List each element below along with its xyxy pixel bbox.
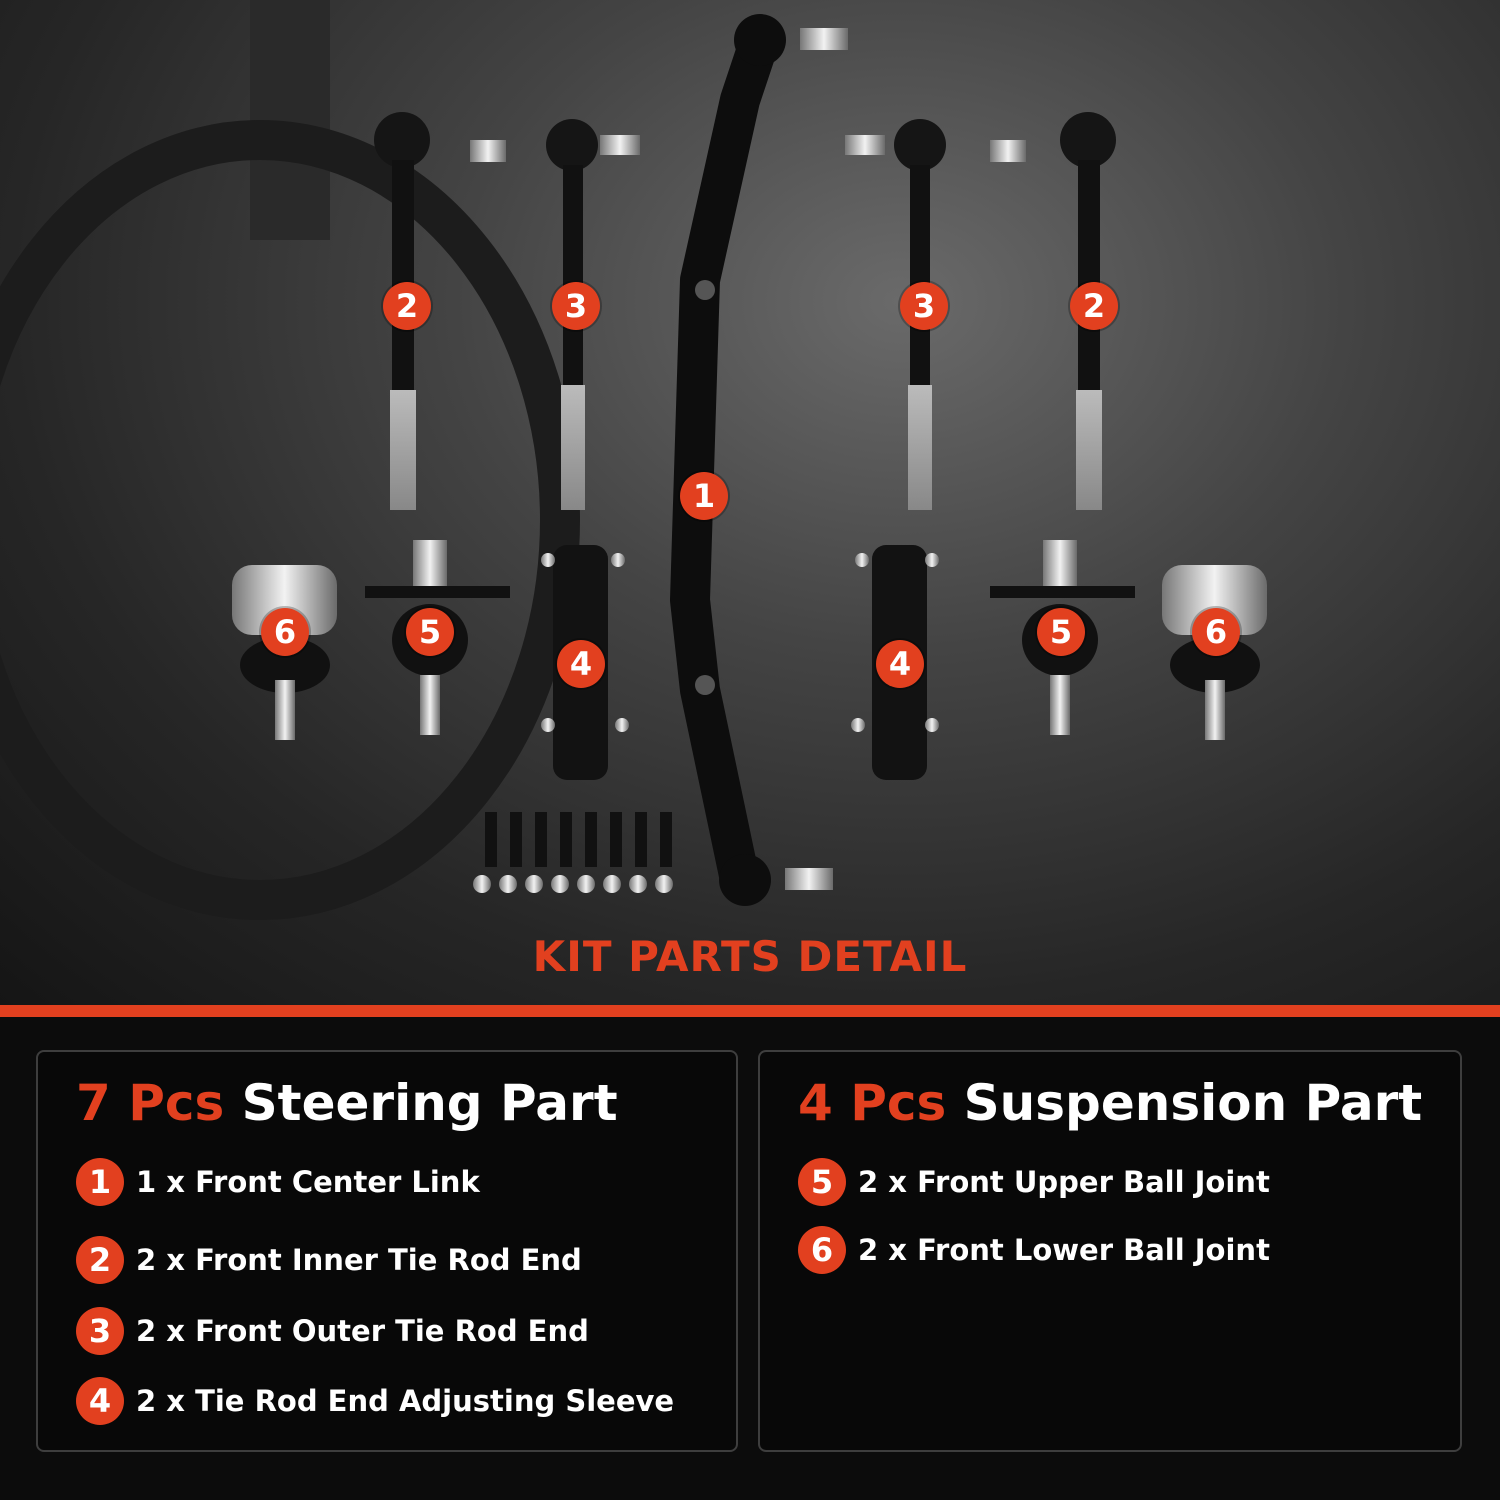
item-number-badge: 1	[76, 1158, 124, 1206]
suspension-item: 6 2 x Front Lower Ball Joint	[798, 1226, 1270, 1274]
item-number-badge: 2	[76, 1236, 124, 1284]
tire-shape	[0, 120, 580, 920]
suspension-title: Suspension Part	[963, 1074, 1423, 1132]
suspension-item: 5 2 x Front Upper Ball Joint	[798, 1158, 1270, 1206]
callout-badge-3: 3	[552, 282, 600, 330]
item-label: 2 x Front Outer Tie Rod End	[136, 1314, 589, 1348]
callout-badge-4: 4	[876, 640, 924, 688]
accent-divider	[0, 1005, 1500, 1017]
tie-rod-end-outer-right	[845, 119, 946, 510]
item-number-badge: 4	[76, 1377, 124, 1425]
parts-illustration	[0, 0, 1267, 920]
suspension-panel-title: 4 Pcs Suspension Part	[798, 1074, 1422, 1132]
steering-panel-title: 7 Pcs Steering Part	[76, 1074, 618, 1132]
callout-badge-3: 3	[900, 282, 948, 330]
lower-ball-joint-right	[1162, 565, 1267, 740]
steering-item: 4 2 x Tie Rod End Adjusting Sleeve	[76, 1377, 674, 1425]
steering-item: 2 2 x Front Inner Tie Rod End	[76, 1236, 582, 1284]
item-label: 1 x Front Center Link	[136, 1165, 480, 1199]
callout-badge-1: 1	[680, 472, 728, 520]
suspension-count: 4 Pcs	[798, 1074, 947, 1132]
steering-title: Steering Part	[241, 1074, 618, 1132]
shock-boot	[250, 0, 330, 240]
callout-badge-4: 4	[557, 640, 605, 688]
callout-badge-6: 6	[261, 608, 309, 656]
callout-badge-5: 5	[406, 608, 454, 656]
suspension-part-panel: 4 Pcs Suspension Part 5 2 x Front Upper …	[758, 1050, 1462, 1452]
item-number-badge: 6	[798, 1226, 846, 1274]
kit-parts-detail-title: KIT PARTS DETAIL	[532, 932, 968, 981]
item-label: 2 x Front Lower Ball Joint	[858, 1233, 1270, 1267]
tie-rod-end-inner-right	[990, 112, 1116, 510]
steering-part-panel: 7 Pcs Steering Part 1 1 x Front Center L…	[36, 1050, 738, 1452]
item-label: 2 x Front Inner Tie Rod End	[136, 1243, 582, 1277]
steering-item: 3 2 x Front Outer Tie Rod End	[76, 1307, 589, 1355]
callout-badge-6: 6	[1192, 608, 1240, 656]
product-photo: 2 3 1 3 2 6 5 4 4 5 6 KIT PARTS DETAIL	[0, 0, 1500, 1005]
steering-count: 7 Pcs	[76, 1074, 225, 1132]
tie-rod-end-inner-left	[374, 112, 506, 510]
callout-badge-2: 2	[383, 282, 431, 330]
callout-badge-2: 2	[1070, 282, 1118, 330]
tie-rod-end-outer-left	[546, 119, 640, 510]
center-link	[670, 14, 848, 906]
steering-item: 1 1 x Front Center Link	[76, 1158, 480, 1206]
item-number-badge: 5	[798, 1158, 846, 1206]
item-label: 2 x Tie Rod End Adjusting Sleeve	[136, 1384, 675, 1418]
callout-badge-5: 5	[1037, 608, 1085, 656]
item-label: 2 x Front Upper Ball Joint	[858, 1165, 1270, 1199]
item-number-badge: 3	[76, 1307, 124, 1355]
lower-ball-joint-left	[232, 565, 337, 740]
bolts-and-nuts	[473, 812, 673, 893]
